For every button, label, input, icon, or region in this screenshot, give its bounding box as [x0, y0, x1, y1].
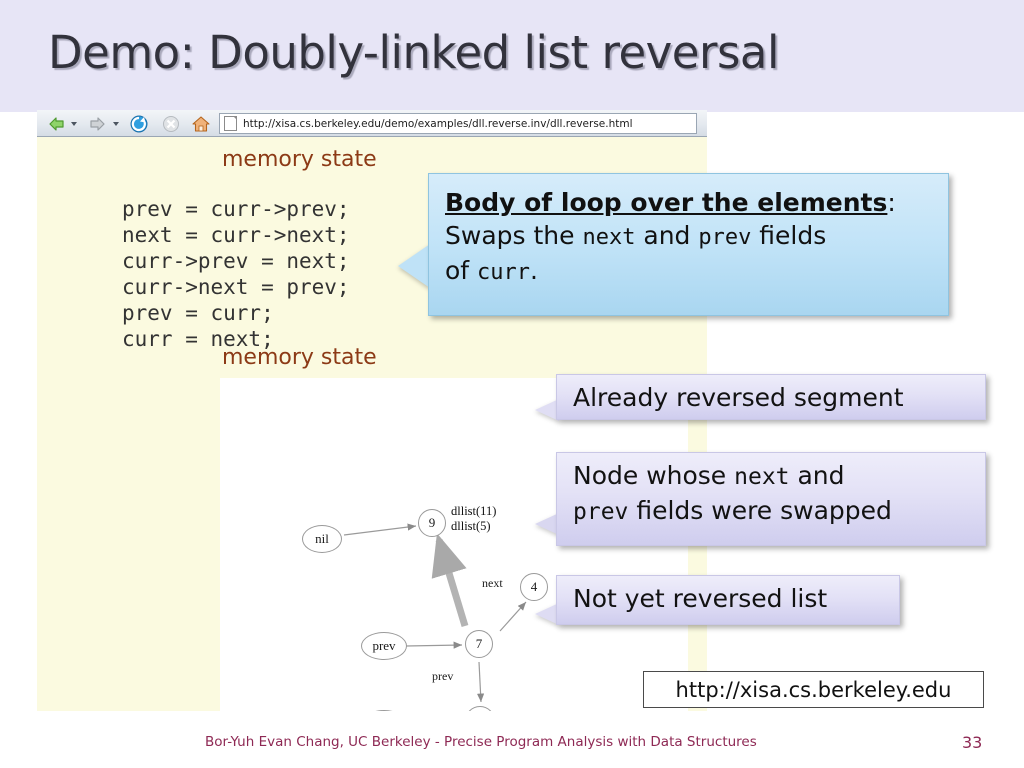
callout-loop-body: Body of loop over the elements: Swaps th…: [428, 173, 949, 316]
callout-2-code-prev: prev: [573, 499, 629, 525]
stop-icon[interactable]: [161, 114, 181, 134]
url-text: http://xisa.cs.berkeley.edu/demo/example…: [243, 117, 633, 130]
callout-2-line2: prev fields were swapped: [573, 494, 973, 529]
callout-blue-l2c: fields: [751, 221, 827, 250]
callout-2-line1: Node whose next and: [573, 459, 973, 494]
callout-node-swapped-tail: [535, 513, 559, 535]
title-banner: Demo: Doubly-linked list reversal: [0, 0, 1024, 112]
callout-blue-code-prev: prev: [698, 225, 752, 250]
callout-node-swapped: Node whose next and prev fields were swa…: [556, 452, 986, 546]
memory-state-heading-2: memory state: [222, 345, 377, 370]
callout-blue-line3: of curr.: [445, 254, 934, 289]
reload-icon[interactable]: [129, 114, 149, 134]
callout-blue-line1: Body of loop over the elements:: [445, 186, 934, 219]
graph-node-7: 7: [465, 630, 493, 658]
footer-attribution: Bor-Yuh Evan Chang, UC Berkeley - Precis…: [205, 734, 757, 750]
memory-state-heading-1: memory state: [222, 147, 377, 172]
dllist-label-11: dllist(11): [451, 504, 497, 518]
dllist-label-5: dllist(5): [451, 519, 491, 533]
graph-node-9: 9: [418, 509, 446, 537]
graph-node-prev: prev: [361, 632, 407, 660]
callout-blue-l2b: and: [635, 221, 699, 250]
callout-blue-code-curr: curr: [477, 260, 531, 285]
code-block: prev = curr->prev; next = curr->next; cu…: [122, 197, 350, 351]
callout-not-reversed-tail: [535, 603, 559, 625]
callout-not-reversed: Not yet reversed list: [556, 575, 900, 625]
url-callout-text: http://xisa.cs.berkeley.edu: [675, 677, 952, 702]
edge-label-next: next: [482, 576, 503, 590]
home-icon[interactable]: [191, 114, 211, 134]
forward-chevron-down-icon[interactable]: [113, 122, 120, 127]
edge-label-prev: prev: [432, 669, 454, 683]
page-number: 33: [962, 733, 983, 752]
graph-node-4: 4: [520, 573, 548, 601]
callout-blue-l2a: Swaps the: [445, 221, 583, 250]
callout-blue-tail: [398, 244, 430, 288]
callout-blue-heading: Body of loop over the elements: [445, 188, 888, 217]
browser-toolbar: http://xisa.cs.berkeley.edu/demo/example…: [37, 110, 707, 137]
callout-blue-l3a: of: [445, 256, 478, 285]
callout-3-text: Not yet reversed list: [573, 584, 828, 613]
url-callout-box: http://xisa.cs.berkeley.edu: [643, 671, 984, 708]
callout-blue-l3b: .: [530, 256, 538, 285]
url-input[interactable]: http://xisa.cs.berkeley.edu/demo/example…: [219, 113, 697, 134]
callout-2-code-next: next: [734, 464, 790, 490]
page-title: Demo: Doubly-linked list reversal: [48, 26, 780, 79]
callout-blue-code-next: next: [582, 225, 636, 250]
back-arrow-icon[interactable]: [47, 114, 67, 134]
callout-1-text: Already reversed segment: [573, 383, 904, 412]
back-chevron-down-icon[interactable]: [71, 122, 78, 127]
callout-2-b: and: [789, 461, 845, 490]
callout-2-d: fields were swapped: [628, 496, 892, 525]
page-icon: [224, 116, 237, 131]
memory-graph-panel: nil 9 4 prev 7 curr 14 next dllist(11) d…: [220, 378, 688, 711]
forward-arrow-icon[interactable]: [87, 114, 107, 134]
callout-already-reversed: Already reversed segment: [556, 374, 986, 420]
graph-edges: [343, 523, 527, 703]
callout-already-reversed-tail: [535, 399, 559, 421]
callout-blue-line2: Swaps the next and prev fields: [445, 219, 934, 254]
callout-blue-colon: :: [887, 188, 896, 217]
graph-node-nil: nil: [302, 525, 342, 553]
callout-2-a: Node whose: [573, 461, 735, 490]
